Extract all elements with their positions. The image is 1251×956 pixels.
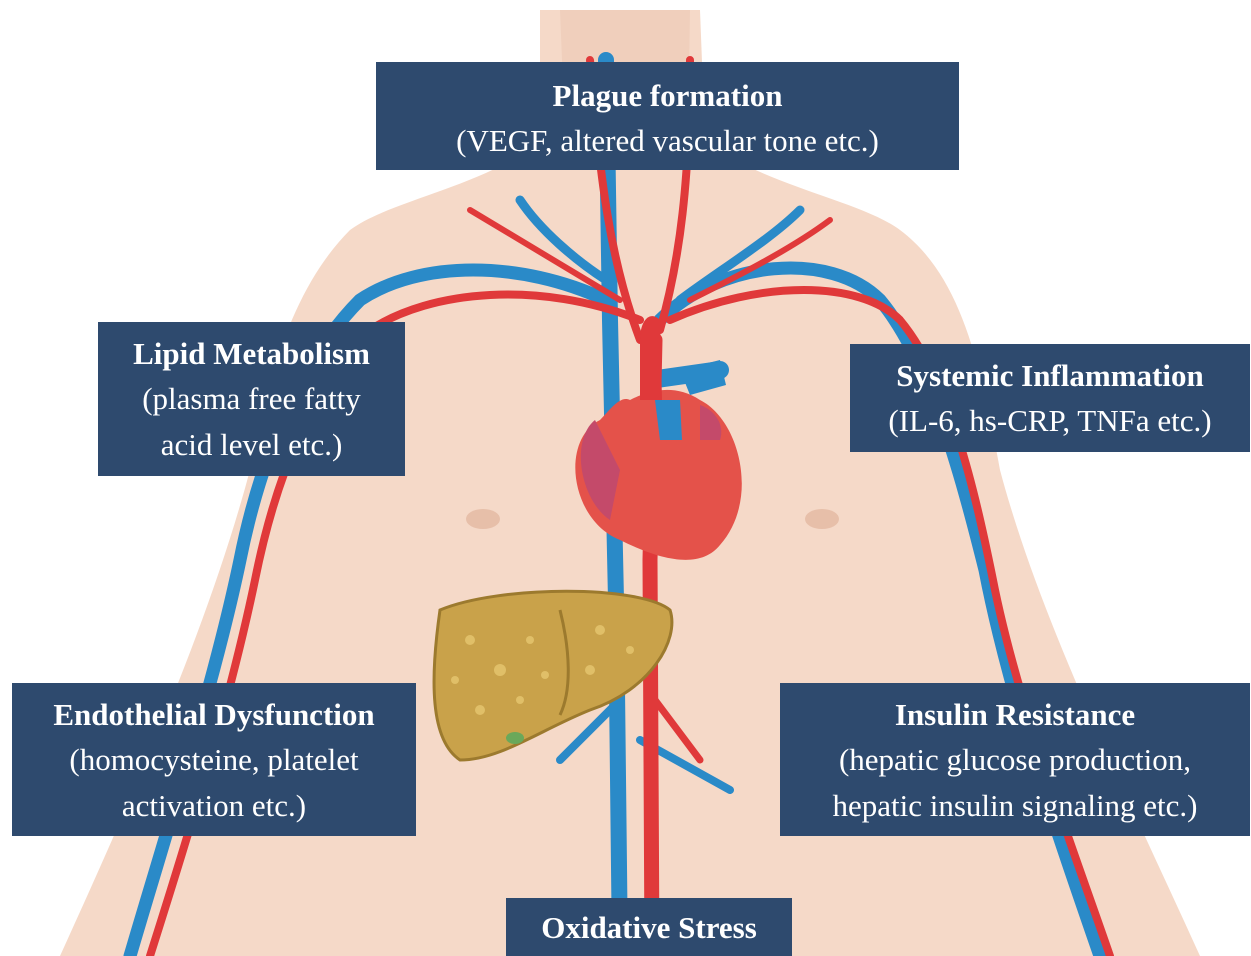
endothelial-dysfunction-box: Endothelial Dysfunction (homocysteine, p…	[12, 683, 416, 836]
plague-formation-title: Plague formation	[376, 74, 959, 118]
systemic-inflammation-box: Systemic Inflammation (IL-6, hs-CRP, TNF…	[850, 344, 1250, 452]
right-nipple	[805, 509, 839, 529]
systemic-inflammation-title: Systemic Inflammation	[850, 354, 1250, 398]
plague-formation-detail: (VEGF, altered vascular tone etc.)	[376, 118, 959, 164]
plague-formation-box: Plague formation (VEGF, altered vascular…	[376, 62, 959, 170]
lipid-metabolism-title: Lipid Metabolism	[98, 332, 405, 376]
lipid-metabolism-box: Lipid Metabolism (plasma free fatty acid…	[98, 322, 405, 476]
insulin-resistance-box: Insulin Resistance (hepatic glucose prod…	[780, 683, 1250, 836]
endothelial-dysfunction-title: Endothelial Dysfunction	[12, 693, 416, 737]
insulin-resistance-title: Insulin Resistance	[780, 693, 1250, 737]
insulin-resistance-detail: (hepatic glucose production, hepatic ins…	[780, 737, 1250, 829]
lipid-metabolism-detail: (plasma free fatty acid level etc.)	[98, 376, 405, 468]
systemic-inflammation-detail: (IL-6, hs-CRP, TNFa etc.)	[850, 398, 1250, 444]
oxidative-stress-box: Oxidative Stress	[506, 898, 792, 956]
left-nipple	[466, 509, 500, 529]
endothelial-dysfunction-detail: (homocysteine, platelet activation etc.)	[12, 737, 416, 829]
oxidative-stress-title: Oxidative Stress	[506, 906, 792, 950]
